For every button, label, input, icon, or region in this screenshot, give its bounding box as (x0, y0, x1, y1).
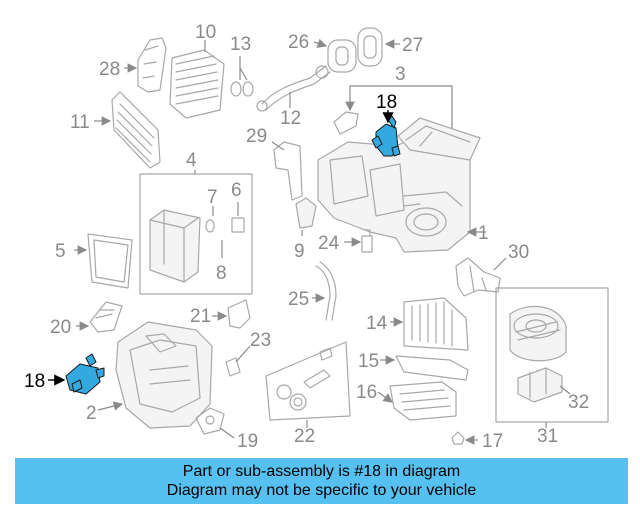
label-2: 2 (86, 403, 97, 424)
part-21-bracket (212, 299, 251, 329)
label-30: 30 (508, 242, 529, 263)
part-29-bracket (271, 141, 303, 201)
part-23-actuator (225, 345, 251, 377)
part-14-panel (390, 297, 469, 351)
part-27-gasket (357, 27, 400, 67)
label-21: 21 (190, 306, 211, 327)
label-27: 27 (402, 35, 423, 56)
part-17-clip (451, 431, 478, 445)
label-14: 14 (366, 313, 388, 334)
label-7: 7 (207, 187, 218, 208)
label-24: 24 (318, 233, 340, 254)
info-banner: Part or sub-assembly is #18 in diagram D… (15, 458, 628, 504)
part-3-duct (397, 117, 481, 161)
label-6: 6 (231, 180, 242, 201)
label-29: 29 (246, 126, 267, 147)
label-4: 4 (186, 150, 197, 171)
part-11-heater-core (94, 91, 161, 169)
part-3-small (333, 111, 359, 135)
label-22: 22 (294, 426, 315, 447)
label-15: 15 (358, 351, 379, 372)
part-24-bolt (344, 229, 373, 253)
label-32: 32 (568, 392, 589, 413)
label-17: 17 (482, 431, 503, 452)
banner-line-2: Diagram may not be specific to your vehi… (166, 482, 477, 499)
label-19: 19 (237, 431, 258, 452)
banner-line-1: Part or sub-assembly is #18 in diagram (182, 463, 461, 480)
label-18-upper: 18 (376, 92, 397, 113)
part-2-lower-housing (97, 321, 213, 429)
label-25: 25 (288, 289, 309, 310)
part-19-motor (195, 407, 235, 439)
label-1: 1 (478, 223, 489, 244)
part-22-group-box (265, 341, 351, 428)
part-26-gasket (313, 38, 357, 73)
label-26: 26 (288, 32, 309, 53)
part-18-highlight-upper (371, 110, 401, 157)
label-3: 3 (395, 64, 406, 85)
part-10-evaporator (169, 40, 225, 119)
label-11: 11 (70, 112, 90, 133)
part-16-tray (377, 381, 457, 421)
parts-diagram: 28 10 13 11 26 27 12 (24, 22, 609, 452)
part-30-duct (455, 257, 507, 297)
part-13-fitting (230, 56, 254, 97)
part-12-hose (256, 65, 331, 112)
label-20: 20 (50, 317, 71, 338)
part-20-clip (76, 301, 123, 333)
label-16: 16 (356, 382, 377, 403)
label-5: 5 (55, 241, 66, 262)
part-18-highlight-lower (48, 353, 105, 395)
part-28-bracket (124, 37, 167, 93)
label-28: 28 (99, 59, 120, 80)
part-15-seal (380, 355, 469, 381)
label-13: 13 (230, 34, 251, 55)
part-9-sensor (295, 197, 317, 236)
label-18-lower: 18 (24, 371, 45, 392)
label-23: 23 (250, 330, 271, 351)
label-10: 10 (195, 22, 216, 43)
label-31: 31 (537, 426, 558, 447)
label-8: 8 (216, 263, 227, 284)
part-4-group-box (139, 170, 253, 295)
part-5-filter (74, 233, 133, 289)
label-9: 9 (294, 241, 305, 262)
part-25-pipe (312, 261, 337, 321)
label-12: 12 (280, 108, 301, 129)
part-31-group-box (495, 287, 609, 428)
